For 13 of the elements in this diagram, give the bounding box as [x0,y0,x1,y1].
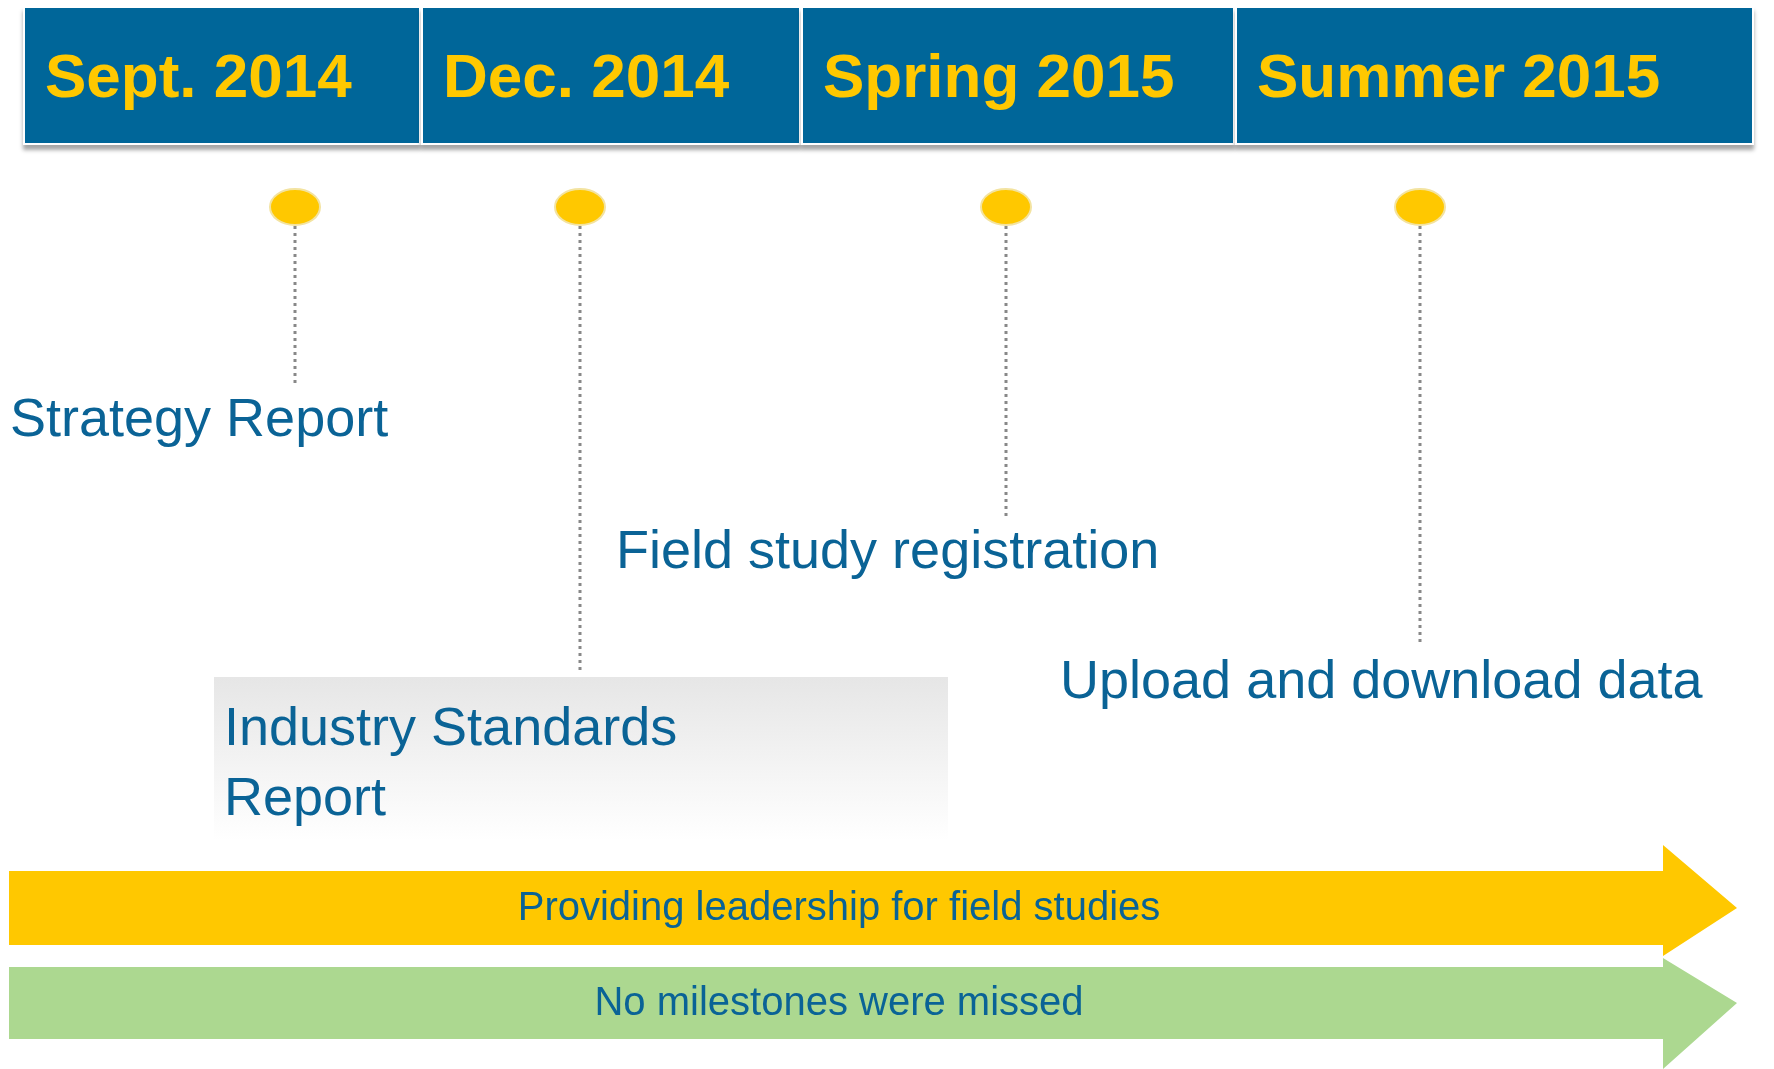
period-header: Summer 2015 [1235,6,1754,145]
leader-line [578,226,582,673]
milestone-label: Industry Standards Report [224,695,679,829]
leader-line [1004,226,1008,516]
leader-line [293,226,297,384]
period-header: Spring 2015 [801,6,1235,145]
period-header: Dec. 2014 [421,6,801,145]
milestone-label: Upload and download data [1060,650,1703,710]
band-text: No milestones were missed [593,979,1085,1024]
period-header: Sept. 2014 [23,6,421,145]
milestone-label: Field study registration [616,520,1160,580]
milestone-label: Strategy Report [10,388,389,448]
band-text: Providing leadership for field studies [516,884,1162,929]
